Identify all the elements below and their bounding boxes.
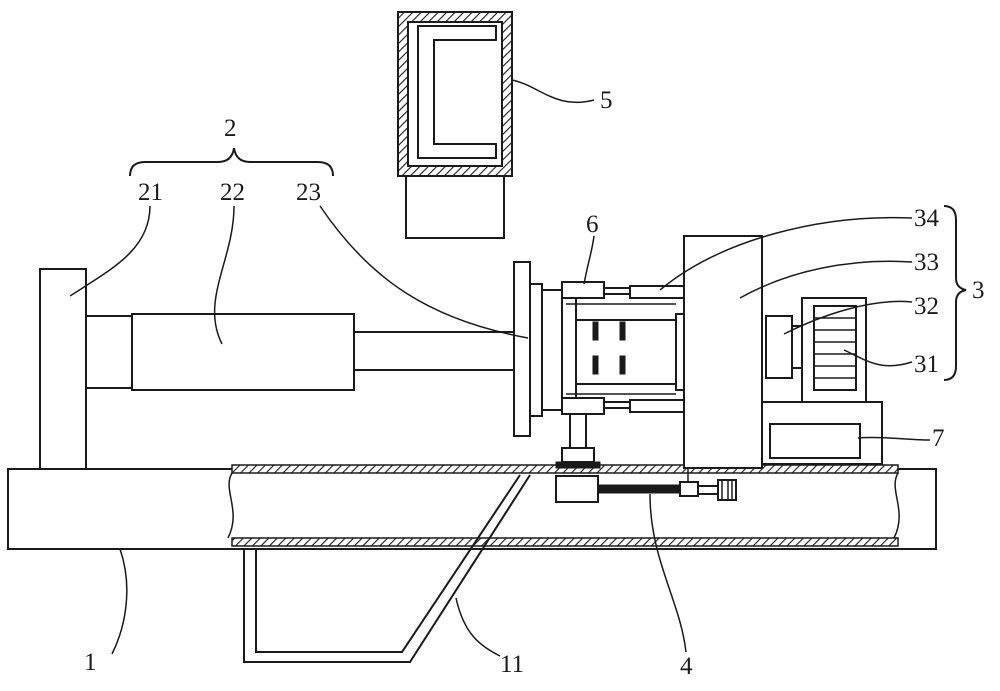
main-housing (683, 235, 763, 469)
leader-lines (69, 79, 967, 657)
processing-unit (683, 235, 883, 469)
push-plate-assembly (513, 261, 601, 469)
label-23: 23 (296, 179, 321, 206)
piston-rod (353, 331, 517, 371)
label-11: 11 (500, 651, 524, 678)
label-32: 32 (914, 293, 939, 320)
feed-mechanism (39, 268, 517, 470)
support-leg (243, 474, 531, 663)
label-2: 2 (224, 115, 237, 142)
label-31: 31 (914, 351, 939, 378)
label-6: 6 (586, 211, 599, 238)
label-3: 3 (972, 277, 985, 304)
label-22: 22 (220, 179, 245, 206)
lead-screw (555, 468, 737, 503)
base-frame (7, 464, 937, 550)
label-1: 1 (84, 649, 97, 676)
label-33: 33 (914, 249, 939, 276)
label-7: 7 (932, 425, 945, 452)
callout-labels: 2 21 22 23 5 6 34 33 3 32 31 7 1 11 4 (84, 87, 985, 680)
label-34: 34 (914, 205, 940, 232)
label-5: 5 (600, 87, 613, 114)
vertical-stand (39, 268, 87, 470)
hopper (397, 11, 513, 239)
label-21: 21 (138, 179, 163, 206)
label-4: 4 (680, 653, 693, 680)
cylinder-body (131, 313, 355, 391)
clamp-assembly (561, 281, 685, 415)
spindle (765, 315, 793, 379)
